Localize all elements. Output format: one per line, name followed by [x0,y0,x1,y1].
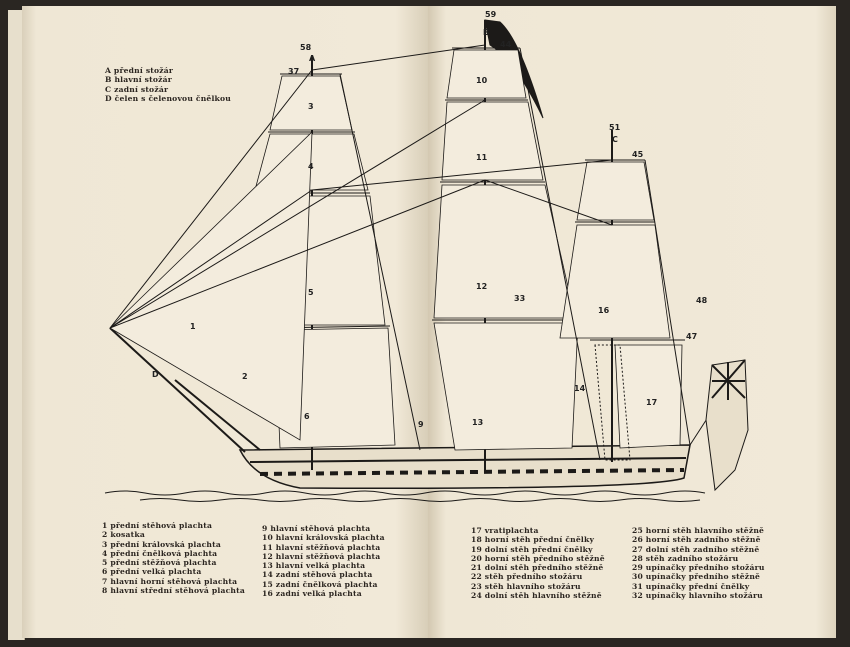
label-45: 45 [632,150,644,159]
label-33: 33 [514,294,526,303]
label-48: 48 [696,296,708,305]
rigging-legend-col3: 17 vratiplachta 18 horní stěh přední čně… [471,526,605,600]
legend-item: 8 hlavní střední stěhová plachta [102,586,245,596]
label-58: 58 [300,43,312,52]
legend-item: 15 zadní čnělková plachta [262,579,378,589]
legend-item: 19 dolní stěh přední čnělky [471,544,593,554]
legend-item: 16 zadní velká plachta [262,589,362,599]
legend-item: 4 přední čnělková plachta [102,548,218,558]
legend-item: 7 hlavní horní stěhová plachta [102,576,238,586]
label-sail-3: 3 [308,102,314,111]
legend-item: 18 horní stěh přední čnělky [471,535,595,545]
legend-item: A přední stožár [105,66,174,75]
label-sail-5: 5 [308,288,314,297]
label-sail-4: 4 [308,162,314,171]
sail-legend-col2: 9 hlavní stěhová plachta 10 hlavní králo… [262,524,385,598]
legend-item: 12 hlavní stěžňová plachta [262,551,381,561]
sail-legend-col1: 1 přední stěhová plachta 2 kosatka 3 pře… [102,521,245,595]
legend-item: 2 kosatka [102,530,145,540]
legend-item: 30 upínačky předního stěžně [632,572,761,582]
label-sail-17: 17 [646,398,658,407]
label-51: 51 [609,123,621,132]
legend-item: 20 horní stěh předního stěžně [471,553,605,563]
legend-item: 3 přední královská plachta [102,539,221,549]
legend-item: 14 zadní stěhová plachta [262,570,373,580]
legend-item: 24 dolní stěh hlavního stěžně [471,591,602,601]
hull [238,444,691,490]
legend-item: 1 přední stěhová plachta [102,521,213,530]
label-mast-a: A [309,54,316,63]
rigging-legend-col4: 25 horní stěh hlavního stěžně 26 horní s… [632,526,765,600]
label-sail-16: 16 [598,306,610,315]
label-d: D [152,370,159,379]
legend-item: 17 vratiplachta [471,526,539,535]
legend-item: 6 přední velká plachta [102,567,202,577]
label-sail-9: 9 [418,420,424,429]
legend-item: 32 upínačky hlavního stožáru [632,591,763,601]
label-sail-12: 12 [476,282,488,291]
label-sail-1: 1 [190,322,196,331]
label-sail-11: 11 [476,153,488,162]
legend-item: 22 stěh předního stožáru [471,572,583,582]
label-mast-c: C [612,135,618,144]
legend-item: 10 hlavní královská plachta [262,533,385,543]
legend-item: 23 stěh hlavního stožáru [471,581,581,591]
legend-item: 31 upínačky přední čnělky [632,581,750,591]
legend-item: 25 horní stěh hlavního stěžně [632,526,765,535]
legend-item: B hlavní stožár [105,75,172,85]
legend-item: 27 dolní stěh zadního stěžně [632,544,760,554]
label-sail-6: 6 [304,412,310,421]
label-sail-14: 14 [574,384,586,393]
sea-waves [104,490,706,496]
legend-item: 26 horní stěh zadního stěžně [632,535,761,545]
label-sail-2: 2 [242,372,248,381]
legend-item: 29 upínačky předního stožáru [632,563,765,573]
bowsprit [109,327,246,453]
label-37: 37 [288,67,300,76]
label-sail-10: 10 [476,76,488,85]
mast-legend: A přední stožár B hlavní stožár C zadní … [105,66,231,103]
legend-item: 28 stěh zadního stožáru [632,553,739,563]
legend-item: 9 hlavní stěhová plachta [262,524,371,533]
label-mast-b: B [483,28,490,37]
legend-item: 13 hlavní velká plachta [262,561,366,571]
legend-item: 21 dolní stěh předního stěžně [471,563,604,573]
legend-item: 11 hlavní stěžňová plachta [262,542,381,552]
legend-item: D čelen s čelenovou čnělkou [105,93,231,103]
label-47: 47 [686,332,698,341]
legend-item: 5 přední stěžňová plachta [102,558,217,568]
label-44: 44 [500,40,512,49]
legend-item: C zadní stožár [105,84,169,94]
label-sail-13: 13 [472,418,484,427]
label-59: 59 [485,10,497,19]
